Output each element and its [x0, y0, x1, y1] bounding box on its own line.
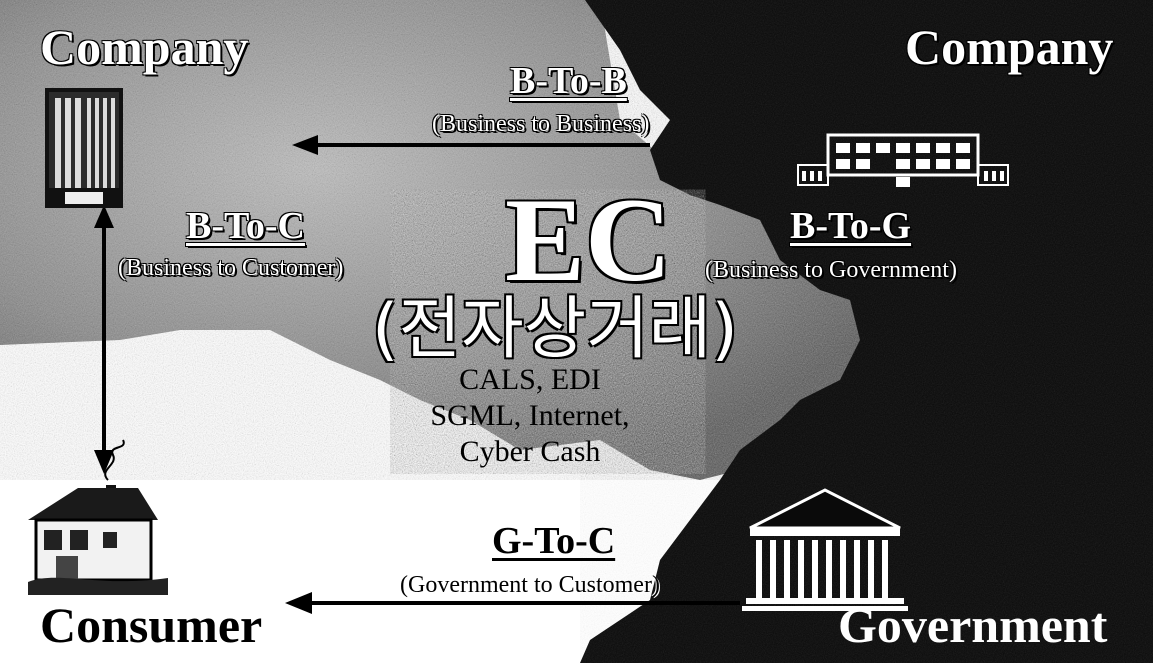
b2b-subtitle: (Business to Business) — [432, 111, 650, 137]
factory-icon — [797, 133, 1009, 187]
b2c-title: B-To-C — [186, 205, 305, 247]
g2c-arrow — [285, 592, 740, 614]
tech-line-1: CALS, EDI — [459, 363, 601, 396]
b2g-subtitle: (Business to Government) — [705, 257, 957, 283]
tech-line-3: Cyber Cash — [459, 435, 601, 468]
b2c-arrow — [94, 205, 114, 474]
consumer-label: Consumer — [40, 597, 263, 653]
g2c-title: G-To-C — [492, 520, 616, 562]
company-right-label: Company — [905, 19, 1114, 75]
government-building-icon — [742, 488, 908, 611]
office-tower-icon — [45, 88, 123, 208]
ec-korean-title: (전자상거래) — [372, 290, 738, 369]
b2c-subtitle: (Business to Customer) — [118, 255, 344, 281]
b2b-arrow — [292, 135, 650, 155]
company-left-label: Company — [40, 19, 249, 75]
b2g-title: B-To-G — [790, 205, 912, 247]
dark-region — [580, 0, 1153, 663]
house-icon — [28, 439, 168, 595]
center-texture — [390, 189, 706, 474]
g2c-subtitle: (Government to Customer) — [400, 572, 660, 598]
ec-technologies: CALS, EDI SGML, Internet, Cyber Cash — [430, 362, 630, 470]
tech-line-2: SGML, Internet, — [430, 399, 630, 432]
government-label: Government — [838, 597, 1108, 653]
b2b-title: B-To-B — [510, 60, 627, 102]
ec-title: EC — [505, 173, 672, 306]
